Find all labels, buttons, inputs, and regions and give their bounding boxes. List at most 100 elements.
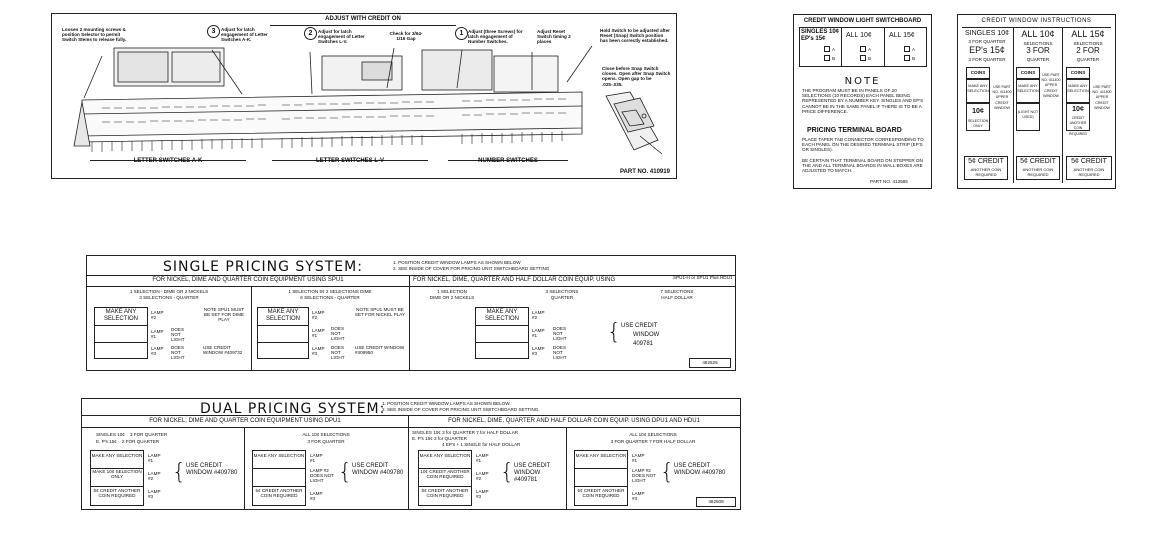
dual-c-credit10: 10¢ CREDIT ANOTHER COIN REQUIRED: [420, 469, 470, 480]
instr-c1-10: 10¢: [972, 108, 984, 115]
instr-foot1-box: [964, 156, 1008, 180]
instr-c3-for: 2 FOR: [1076, 46, 1100, 55]
dual-b-sub2: 3 FOR QUARTER: [307, 439, 345, 444]
switch-b-label-1: B: [832, 56, 836, 61]
pricing-terminal-body-1: PLACE TAPER TAB CONNECTOR CORRESPONDING …: [802, 137, 924, 153]
single-b-lamp3-dnl: DOES NOT LIGHT: [331, 345, 345, 361]
dual-head-rule: [82, 427, 740, 428]
light-switchboard-grid: [799, 27, 927, 67]
dual-part-box: [696, 497, 736, 507]
adjust-3-note: Adjust for latch engagement of Letter Sw…: [221, 27, 268, 43]
dual-a-lamp3: LAMP #3: [148, 489, 161, 500]
dual-note-2: 2. SEE INSIDE OF COVER FOR PRICING UNIT …: [382, 407, 540, 412]
instructions-title-rule: [962, 27, 1111, 28]
instr-c1-make: MAKE ANY SELECTION: [967, 84, 989, 94]
instr-foot1: 5¢ CREDIT: [968, 158, 1004, 165]
single-note-1: 1. POSITION CREDIT WINDOW LAMPS AS SHOWN…: [393, 260, 521, 265]
instr-c2-coins: COINS: [1020, 70, 1036, 75]
instr-foot3b: ANOTHER COIN REQUIRED: [1073, 167, 1105, 178]
light-switchboard-part: PART NO. 412685: [870, 179, 908, 184]
single-c-make: MAKE ANY SELECTION: [484, 309, 519, 322]
dual-pricing-title: DUAL PRICING SYSTEM:: [200, 401, 386, 417]
single-c-lamp1-dnl: DOES NOT LIGHT: [553, 326, 567, 342]
dual-c-lamp3: LAMP #3: [476, 489, 489, 500]
switch-a-col2: [860, 46, 866, 52]
single-c-brace: {: [607, 320, 621, 345]
single-part: 482525: [702, 360, 718, 365]
switch-a-label-2: A: [868, 47, 872, 52]
instr-c3-10: 10¢: [1072, 106, 1084, 113]
instr-c3-make-box: [1066, 79, 1090, 103]
dual-part: 482509: [708, 499, 724, 504]
single-a-make-split: [94, 325, 148, 326]
dual-d-credit: 5¢ CREDIT ANOTHER COIN REQUIRED: [577, 488, 625, 499]
instr-c2-for: 3 FOR: [1026, 46, 1050, 55]
num-bracket: [448, 160, 568, 161]
dual-b-lamp2: LAMP #2 DOES NOT LIGHT: [310, 468, 334, 484]
selector-adjustment-diagram: ADJUST WITH CREDIT ON Loosen 2 mounting …: [51, 13, 677, 179]
grid-divider-2: [884, 27, 885, 67]
instr-c1-sub: 3 FOR QUARTER: [968, 39, 1006, 44]
dual-b-split1: [252, 468, 306, 469]
dual-d-lamp3: LAMP #3: [632, 491, 645, 502]
instr-c2-coins-box: [1016, 67, 1040, 79]
single-a-lamp1-dnl: DOES NOT LIGHT: [171, 327, 185, 343]
single-c-sub4: QUARTER: [550, 295, 574, 300]
instr-divider-2: [1062, 27, 1063, 183]
dual-d-lamp1: LAMP #1: [632, 453, 645, 464]
single-b-lamp2: LAMP #2: [312, 310, 325, 321]
single-c-sub3: 3 SELECTIONS: [545, 289, 579, 294]
switch-a-label-3: A: [912, 47, 916, 52]
ak-bracket: [90, 160, 246, 161]
instr-c3-credit: CREDIT ANOTHER COIN REQUIRED: [1069, 116, 1087, 136]
instr-c3-coins: COINS: [1070, 70, 1086, 75]
single-c-use-3: 409781: [633, 341, 654, 347]
single-c-sub6: HALF DOLLAR: [661, 295, 693, 300]
note-body: THE PROGRAM MUST BE IN PANELS OF 20 SELE…: [802, 88, 924, 114]
dual-c-sub1: SINGLES 10¢ 3 for QUARTER 7 for HALF DOL…: [412, 430, 519, 435]
instr-c3-coins-box: [1066, 67, 1090, 79]
dual-cd-divider: [566, 427, 567, 509]
pricing-terminal-title: PRICING TERMINAL BOARD: [807, 127, 902, 134]
dual-d-grid: [574, 450, 628, 506]
single-a-lamp3: LAMP #3: [151, 346, 164, 357]
single-a-make: MAKE ANY SELECTION: [103, 309, 138, 322]
dual-b-brace: {: [338, 460, 352, 485]
single-right-head-b: SPU1-H or SPU1 Plus HDU1: [673, 275, 733, 280]
dual-d-sub2: 3 FOR QUARTER 7 FOR HALF DOLLAR: [610, 439, 696, 444]
switch-b-col3: [904, 55, 910, 61]
pricing-terminal-body-2: BE CERTAIN THAT TERMINAL BOARD ON STEPPE…: [802, 158, 923, 174]
instr-c2-not-used: (LIGHT NOT USED): [1017, 110, 1039, 120]
selector-mechanism-drawing: [73, 45, 593, 152]
instr-c1-coins: COINS: [970, 70, 986, 75]
dual-b-lamp1: LAMP #1: [310, 453, 323, 464]
label-letter-switches-l-v: LETTER SWITCHES L-V: [316, 158, 384, 164]
instr-c1-10-box: [966, 103, 990, 131]
single-a-use: USE CREDIT WINDOW #409732: [203, 345, 243, 356]
dual-b-grid: [252, 450, 306, 506]
col1-singles: SINGLES 10¢: [801, 29, 840, 35]
switch-a-label-1: A: [832, 47, 836, 52]
check-gap-note: Check for 3/64-1/16 Gap: [389, 31, 423, 42]
instructions-title: CREDIT WINDOW INSTRUCTIONS: [981, 18, 1092, 24]
dual-title-rule: [82, 415, 740, 416]
dual-c-lamp1: LAMP #1: [476, 453, 489, 464]
single-ab-divider: [251, 286, 252, 370]
single-b-note: NOTE SPU1 MUST BE SET FOR NICKEL PLAY: [354, 307, 406, 318]
dual-d-brace: {: [660, 460, 674, 485]
instr-c2-sel: SELECTIONS: [1023, 41, 1053, 46]
single-c-lamp2: LAMP #2: [532, 310, 545, 321]
dual-c-split2: [418, 486, 472, 487]
single-a-lamp1: LAMP #1: [151, 329, 164, 340]
dual-a-make10: MAKE 10¢ SELECTION ONLY: [92, 469, 142, 480]
instr-foot2b: ANOTHER COIN REQUIRED: [1022, 167, 1054, 178]
switch-a-col1: [824, 46, 830, 52]
adjust-reset-note: Adjust Reset Switch timing 2 places: [537, 29, 571, 45]
single-left-head: FOR NICKEL, DIME AND QUARTER COIN EQUIPM…: [152, 277, 344, 283]
single-head-rule: [87, 286, 735, 287]
light-switchboard-title: CREDIT WINDOW LIGHT SWITCHBOARD: [803, 18, 922, 24]
single-b-make: MAKE ANY SELECTION: [265, 309, 300, 322]
single-a-lamp2: LAMP #2: [151, 310, 164, 321]
instr-c2-make: MAKE ANY SELECTION: [1017, 84, 1039, 94]
label-letter-switches-a-k: LETTER SWITCHES A-K: [133, 158, 203, 164]
